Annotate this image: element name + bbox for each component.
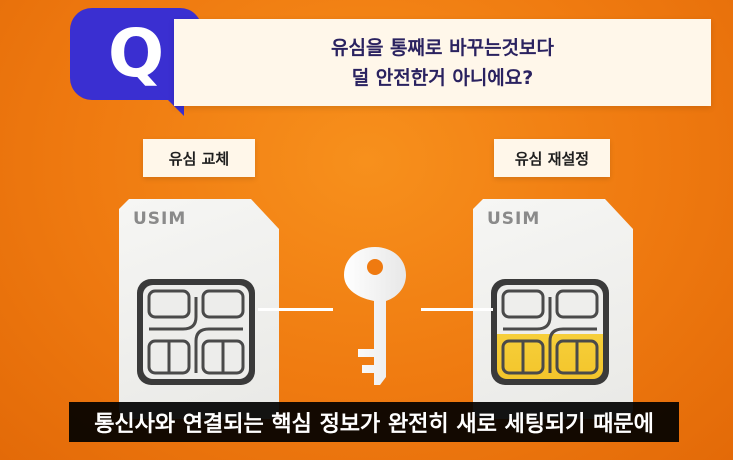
question-letter: Q	[107, 15, 165, 92]
label-sim-reset: 유심 재설정	[494, 139, 610, 177]
sim-chip-right-surface	[497, 285, 603, 379]
sim-chip-right-contacts	[501, 289, 599, 375]
subtitle-caption: 통신사와 연결되는 핵심 정보가 완전히 새로 세팅되기 때문에	[69, 402, 679, 442]
sim-chip-right-icon	[491, 279, 609, 385]
key-shape	[344, 247, 406, 385]
question-panel: 유심을 통째로 바꾸는것보다 덜 안전한거 아니에요?	[174, 19, 711, 106]
sim-chip-left-contacts	[147, 289, 245, 375]
sim-card-left: USIM	[119, 199, 279, 419]
sim-card-left-label: USIM	[133, 209, 187, 229]
question-line-1: 유심을 통째로 바꾸는것보다	[331, 36, 554, 59]
sim-chip-left-icon	[137, 279, 255, 385]
sim-chip-left-surface	[143, 285, 249, 379]
key-hole	[367, 259, 383, 275]
label-sim-replace: 유심 교체	[143, 139, 255, 177]
key-icon	[344, 247, 406, 385]
connector-line-right	[421, 308, 493, 311]
sim-card-right: USIM	[473, 199, 633, 419]
question-line-2: 덜 안전한거 아니에요?	[351, 66, 534, 89]
connector-line-left	[258, 308, 333, 311]
sim-card-right-label: USIM	[487, 209, 541, 229]
